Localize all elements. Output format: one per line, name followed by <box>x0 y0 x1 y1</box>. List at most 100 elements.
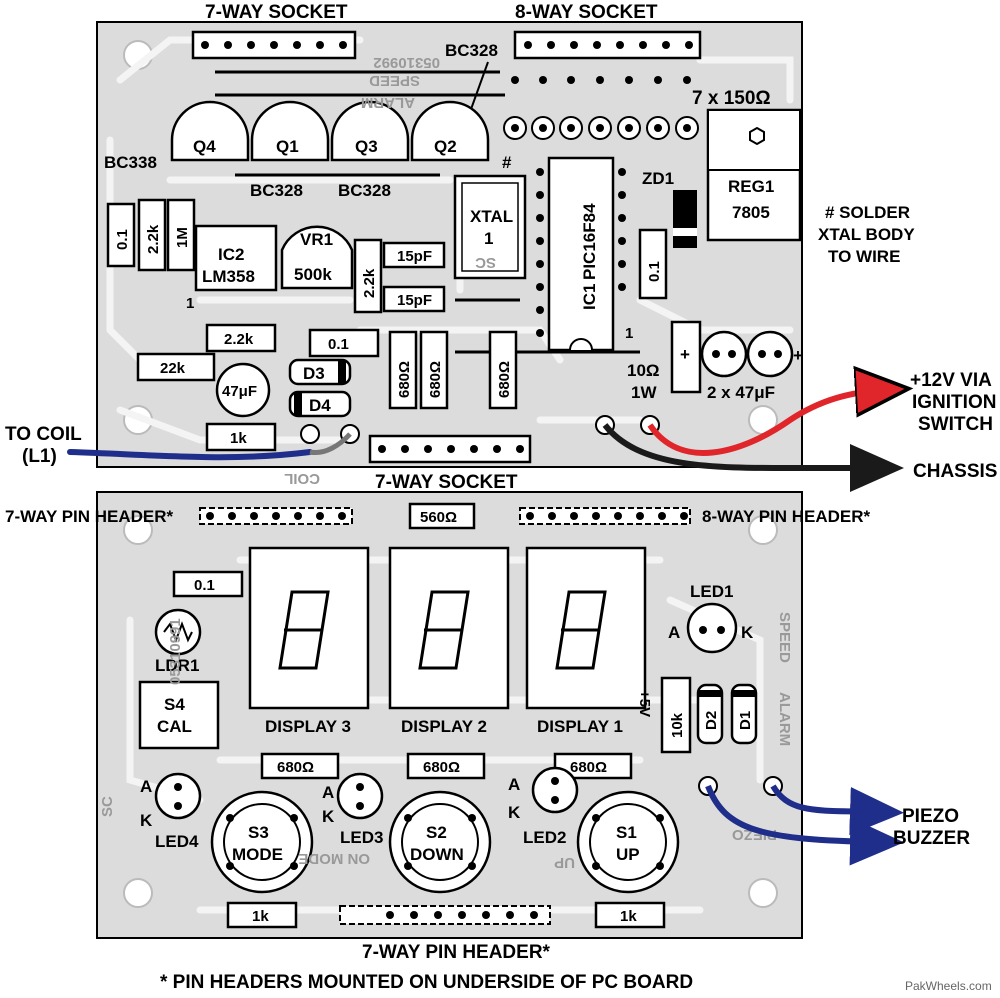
mounting-hole <box>123 515 153 545</box>
led4: A K LED4 <box>140 772 202 851</box>
led3-label: LED3 <box>340 828 383 847</box>
header-8way-label: 8-WAY PIN HEADER* <box>702 507 871 526</box>
power-wire <box>647 390 885 456</box>
s1-func-label: UP <box>616 845 640 864</box>
led4-label: LED4 <box>155 832 199 851</box>
bottom-silk-on-mode: ON MODE <box>298 850 370 867</box>
transistor-q4: Q4 <box>170 100 250 162</box>
s3-label: S3 <box>248 823 269 842</box>
bottom-silk-code: 05310991 <box>167 618 184 685</box>
q4-label: Q4 <box>193 137 216 156</box>
power-label-line2: IGNITION <box>912 392 996 413</box>
crystal-xtal1: XTAL 1 # <box>453 153 527 280</box>
resistor-1k-top: 1k <box>205 422 277 452</box>
s2-func-label: DOWN <box>410 845 464 864</box>
transistor-q3: Q3 <box>330 100 410 162</box>
power-label-line3: SWITCH <box>918 414 993 435</box>
s1-label: S1 <box>616 823 637 842</box>
resistor-680-a: 680Ω <box>388 330 418 410</box>
led3-a: A <box>322 783 334 802</box>
r-1k-bottom-a-label: 1k <box>252 908 269 925</box>
s3-func-label: MODE <box>232 845 283 864</box>
trimpot-vr1: VR1 500k <box>280 225 354 290</box>
cap-0-1-right: 0.1 <box>638 228 668 300</box>
ic1-pin1: 1 <box>625 325 633 342</box>
bc328-left-label: BC328 <box>250 181 303 200</box>
socket-7way-top <box>191 30 357 60</box>
r-680-a-label: 680Ω <box>396 361 413 398</box>
ic2-label: IC2 <box>218 245 244 264</box>
solder-note-line3: TO WIRE <box>828 247 900 266</box>
cap-0-1-left: 0.1 <box>106 202 136 268</box>
resistor-10ohm-plus: + <box>680 345 690 364</box>
resistor-2k2-horizontal: 2.2k <box>205 323 277 353</box>
resistor-680-c: 680Ω <box>488 330 518 410</box>
ic2-part-label: LM358 <box>202 267 255 286</box>
led2-a: A <box>508 775 520 794</box>
r-2k2-left-label: 2.2k <box>145 224 162 254</box>
switch-s4: S4 CAL <box>138 680 220 750</box>
bc328-pointer <box>469 61 489 113</box>
ic1-label: IC1 <box>580 284 599 310</box>
display2-label: DISPLAY 2 <box>401 717 487 736</box>
resistor-2k2-vertical: 2.2k <box>353 238 383 314</box>
power-label-line1: +12V VIA <box>910 370 992 391</box>
led1-label: LED1 <box>690 582 733 601</box>
r-10k-label: 10k <box>669 712 686 738</box>
diode-d2: D2 <box>696 683 724 745</box>
resistor-2k2-left: 2.2k <box>137 198 167 272</box>
zener-zd1: ZD1 <box>642 169 697 248</box>
header-7way-top-label: 7-WAY PIN HEADER* <box>5 507 174 526</box>
resistor-1k-bottom-a: 1k <box>226 901 298 929</box>
watermark: PakWheels.com <box>905 979 992 993</box>
r-10ohm-label: 10Ω <box>627 361 660 380</box>
led2: A K LED2 <box>508 766 579 847</box>
r-680-bottom-c-label: 680Ω <box>570 759 607 776</box>
socket-8way-label: 8-WAY SOCKET <box>515 2 658 23</box>
d2-label: D2 <box>703 711 720 730</box>
q3-label: Q3 <box>355 137 378 156</box>
top-silk-sc: SC <box>475 254 496 271</box>
led2-k: K <box>508 803 521 822</box>
ldr1-label: LDR1 <box>155 656 199 675</box>
top-board: 7-WAY SOCKET 8-WAY SOCKET 7 x 150Ω BC328 <box>96 2 915 493</box>
socket-7way-top-label: 7-WAY SOCKET <box>205 2 348 23</box>
top-silk-coil: COIL <box>284 470 320 487</box>
cap-47uf: 47μF <box>215 362 271 418</box>
cap-0-1-mid: 0.1 <box>308 328 380 358</box>
xtal-label: XTAL <box>470 207 513 226</box>
r-560-label: 560Ω <box>420 509 457 526</box>
coil-wire <box>67 449 313 461</box>
diode-d3: D3 <box>288 358 352 386</box>
c-47uf-label: 47μF <box>222 383 257 400</box>
q1-label: Q1 <box>276 137 299 156</box>
led4-k: K <box>140 811 153 830</box>
transistor-q2: Q2 <box>410 100 490 162</box>
bc328-top-label: BC328 <box>445 41 498 60</box>
xtal-num: 1 <box>484 229 493 248</box>
solder-note-line1: # SOLDER <box>825 203 910 222</box>
switch-s1: S1 UP <box>576 790 680 894</box>
s4-label: S4 <box>164 695 185 714</box>
cap-15pf-a: 15pF <box>382 241 446 269</box>
bottom-board: 7-WAY PIN HEADER* 560Ω 8-WAY PIN HEADER*… <box>5 491 871 939</box>
top-silk-alarm: ALARM <box>361 94 415 111</box>
mounting-hole <box>748 515 778 545</box>
bottom-silk-sc: SC <box>99 796 116 817</box>
display3-label: DISPLAY 3 <box>265 717 351 736</box>
switch-s3: S3 MODE <box>210 790 314 894</box>
c-0-1-bottom-label: 0.1 <box>194 577 215 594</box>
q2-label: Q2 <box>434 137 457 156</box>
plus5v-label: +5V <box>636 690 653 717</box>
r-1k-top-label: 1k <box>230 430 247 447</box>
led4-a: A <box>140 777 152 796</box>
mounting-hole <box>123 878 153 908</box>
d3-label: D3 <box>303 364 325 383</box>
bc328-right-label: BC328 <box>338 181 391 200</box>
header-8way <box>519 507 691 525</box>
ic1-pic16f84: IC1 PIC16F84 1 <box>536 156 633 352</box>
ldr1: LDR1 <box>154 608 202 675</box>
led3: A K LED3 <box>322 772 383 847</box>
header-7way-bottom-label: 7-WAY PIN HEADER* <box>362 942 551 963</box>
resistor-10k: 10k <box>660 676 692 754</box>
